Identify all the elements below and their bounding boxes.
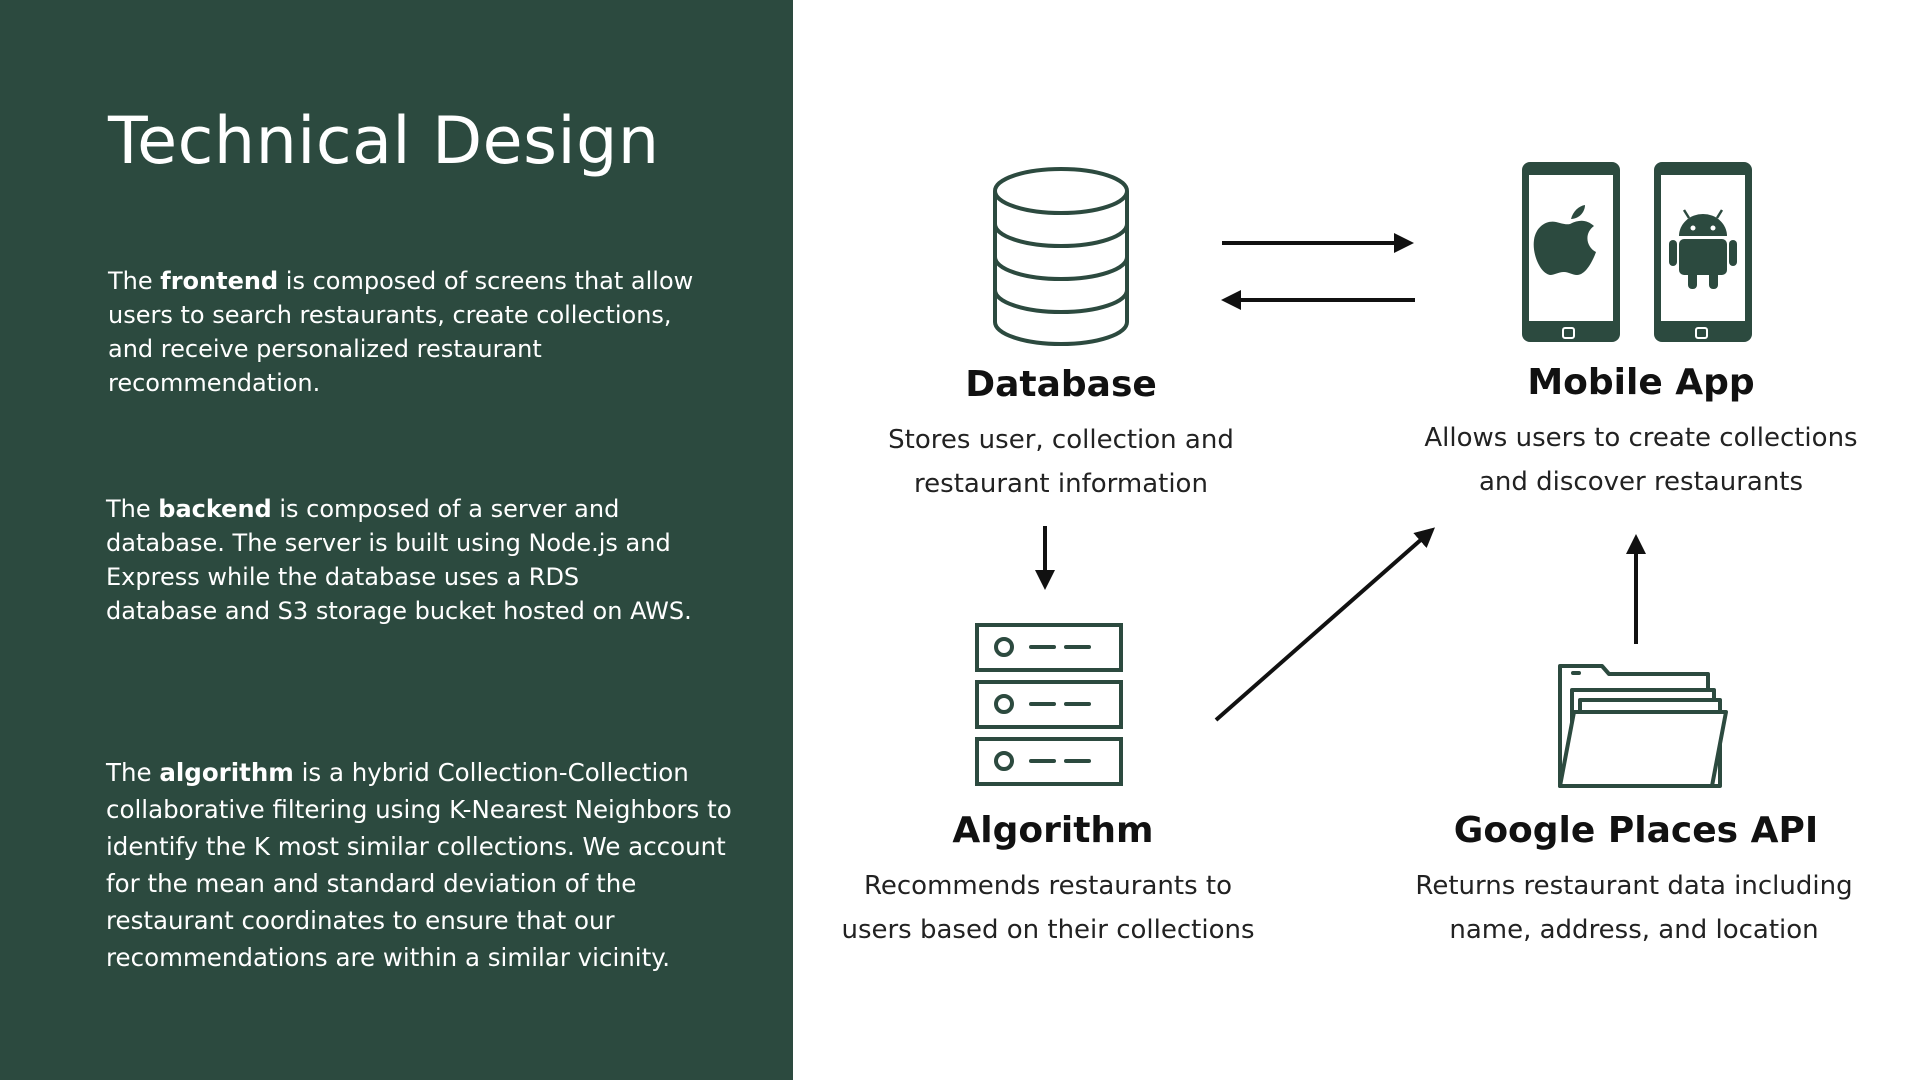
frontend-paragraph: The frontend is composed of screens that… xyxy=(108,264,698,400)
backend-prefix: The xyxy=(106,495,159,523)
frontend-text: is composed of screens that allow users … xyxy=(108,267,694,397)
backend-text: is composed of a server and database. Th… xyxy=(106,495,692,625)
backend-keyword: backend xyxy=(158,495,272,523)
google-places-description: Returns restaurant data including name, … xyxy=(1415,864,1852,952)
algorithm-paragraph: The algorithm is a hybrid Collection-Col… xyxy=(106,754,746,976)
mobile-app-title: Mobile App xyxy=(1527,362,1755,403)
algorithm-desc-line: users based on their collections xyxy=(841,915,1255,945)
algorithm-keyword: algorithm xyxy=(159,758,294,787)
backend-paragraph: The backend is composed of a server and … xyxy=(106,492,696,628)
algorithm-text: is a hybrid Collection-Collection collab… xyxy=(106,758,732,972)
android-phone-icon xyxy=(1654,162,1752,342)
folder-icon xyxy=(1558,664,1728,788)
google-places-desc-line: Returns restaurant data including xyxy=(1415,871,1853,901)
page-title: Technical Design xyxy=(108,104,660,179)
algorithm-desc-line: Recommends restaurants to xyxy=(863,871,1232,901)
algorithm-description: Recommends restaurants to users based on… xyxy=(841,864,1254,952)
database-title: Database xyxy=(965,364,1157,405)
frontend-keyword: frontend xyxy=(160,267,279,295)
left-panel: Technical Design The frontend is compose… xyxy=(0,0,793,1080)
database-icon xyxy=(993,167,1129,346)
algorithm-prefix: The xyxy=(106,758,160,787)
server-icon xyxy=(975,623,1123,786)
apple-phone-icon xyxy=(1522,162,1620,342)
mobile-app-description: Allows users to create collections and d… xyxy=(1424,416,1857,504)
google-places-title: Google Places API xyxy=(1453,810,1819,851)
mobile-app-desc-line: Allows users to create collections xyxy=(1424,423,1858,453)
database-desc-line: restaurant information xyxy=(914,469,1208,499)
arrow-algorithm-to-app xyxy=(1214,527,1436,722)
database-desc-line: Stores user, collection and xyxy=(888,425,1234,455)
frontend-prefix: The xyxy=(108,267,161,295)
algorithm-title: Algorithm xyxy=(952,810,1154,851)
mobile-app-desc-line: and discover restaurants xyxy=(1478,467,1804,497)
google-places-desc-line: name, address, and location xyxy=(1449,915,1819,945)
database-description: Stores user, collection and restaurant i… xyxy=(888,418,1234,506)
